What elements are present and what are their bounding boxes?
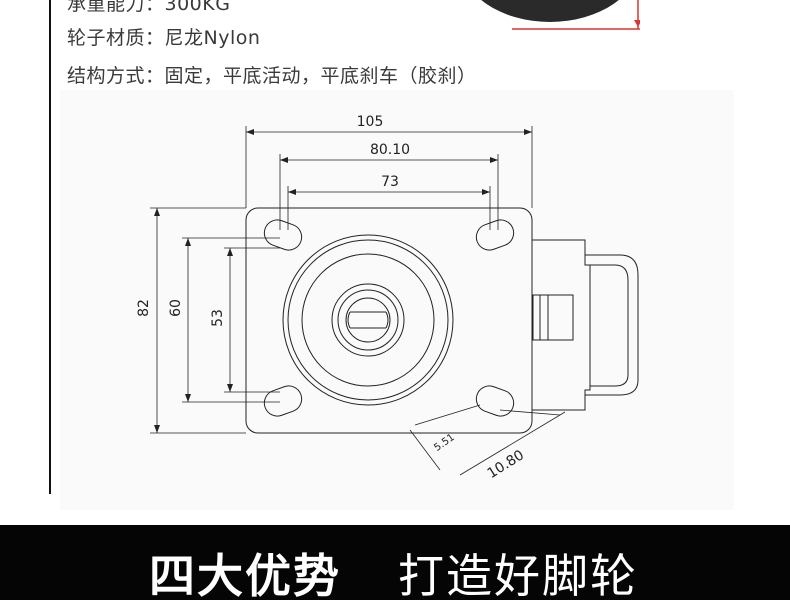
advantages-banner — [0, 525, 790, 600]
spec-wheel-material: 轮子材质：尼龙Nylon — [67, 27, 261, 49]
dim-width-outer: 105 — [357, 114, 384, 130]
caster-dimension-drawing: 105 80.10 73 82 60 53 5.51 10.80 — [136, 114, 639, 482]
dim-width-inner: 73 — [381, 174, 399, 190]
dim-height-mid: 60 — [168, 299, 184, 317]
dim-height-inner: 53 — [210, 309, 226, 327]
dim-width-mid: 80.10 — [370, 142, 410, 158]
caster-wheel-photo — [481, 0, 640, 30]
dim-slot-small: 5.51 — [432, 432, 457, 454]
dim-height-outer: 82 — [136, 299, 152, 317]
technical-drawing: 105 80.10 73 82 60 53 5.51 10.80 — [60, 90, 734, 510]
spec-structure: 结构方式：固定，平底活动，平底刹车（胶刹） — [67, 65, 477, 87]
left-divider-line — [49, 0, 51, 494]
dim-slot-large: 10.80 — [485, 447, 527, 482]
banner-title-light: 打造好脚轮 — [398, 549, 638, 603]
spec-load-capacity: 承重能力：300KG — [67, 0, 231, 15]
banner-title-bold: 四大优势 — [149, 549, 341, 603]
